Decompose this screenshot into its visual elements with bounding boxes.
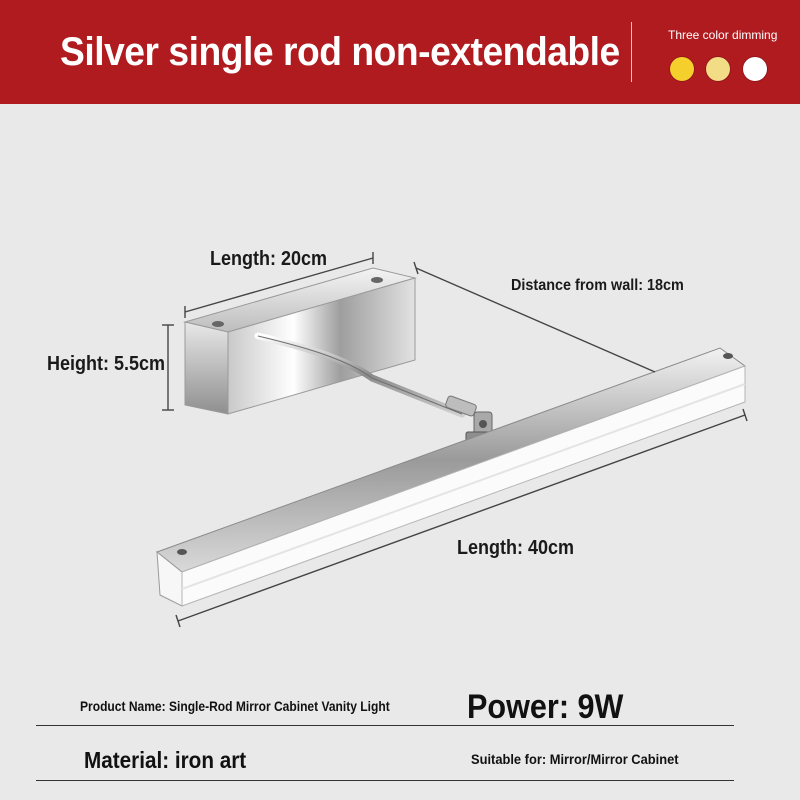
product-name: Product Name: Single-Rod Mirror Cabinet …: [80, 698, 390, 714]
power-spec: Power: 9W: [467, 688, 624, 726]
height-label: Height: 5.5cm: [47, 353, 166, 375]
light-bar: [155, 347, 747, 607]
bar-length-label: Length: 40cm: [457, 537, 575, 559]
title-banner: Silver single rod non-extendable Three c…: [0, 0, 800, 104]
cool-light-swatch: [743, 57, 767, 81]
mounting-base: [183, 267, 417, 415]
neutral-light-swatch: [706, 57, 730, 81]
spec-divider-top: [36, 725, 734, 726]
warm-light-swatch: [670, 57, 694, 81]
dimension-lines: [162, 252, 748, 628]
spec-divider-bottom: [36, 780, 734, 781]
suitable-for-spec: Suitable for: Mirror/Mirror Cabinet: [471, 751, 679, 767]
wall-distance-label: Distance from wall: 18cm: [511, 277, 684, 294]
dimming-label: Three color dimming: [668, 28, 778, 42]
material-spec: Material: iron art: [84, 747, 247, 773]
base-length-label: Length: 20cm: [210, 248, 328, 270]
banner-title: Silver single rod non-extendable: [60, 30, 620, 74]
banner-divider: [631, 22, 632, 82]
